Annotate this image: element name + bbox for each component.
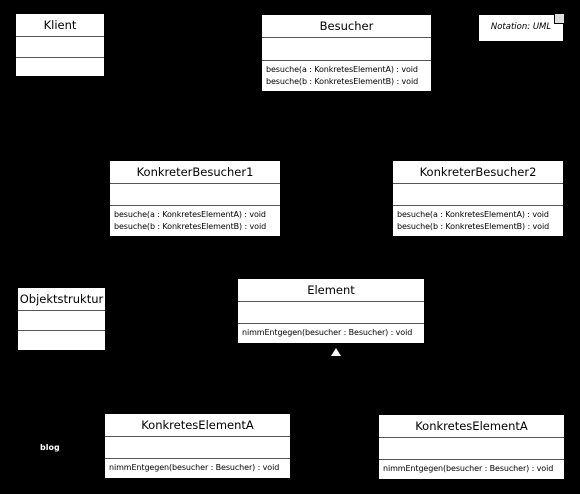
- operations-compartment: besuche(a : KonkretesElementA) : void be…: [262, 61, 431, 89]
- attributes-compartment: [379, 438, 564, 460]
- operation: nimmEntgegen(besucher : Besucher) : void: [383, 464, 554, 473]
- operations-compartment: nimmEntgegen(besucher : Besucher) : void: [379, 460, 564, 477]
- operation: nimmEntgegen(besucher : Besucher) : void: [242, 328, 413, 337]
- operation: besuche(b : KonkretesElementB) : void: [114, 221, 267, 231]
- operation: besuche(a : KonkretesElementA) : void: [266, 65, 418, 74]
- operations-compartment: besuche(a : KonkretesElementA) : void be…: [110, 206, 280, 234]
- operation: besuche(a : KonkretesElementA) : void: [114, 210, 266, 219]
- attributes-compartment: [105, 437, 290, 459]
- class-klient[interactable]: Klient: [15, 13, 105, 77]
- operation: besuche(a : KonkretesElementA) : void: [397, 210, 549, 219]
- attributes-compartment: [16, 37, 104, 58]
- attributes-compartment: [18, 311, 105, 331]
- class-konkretes-element-a-left[interactable]: KonkretesElementA nimmEntgegen(besucher …: [104, 413, 291, 479]
- class-name: KonkreterBesucher2: [393, 161, 563, 184]
- operation: besuche(b : KonkretesElementB) : void: [266, 76, 419, 86]
- attributes-compartment: [110, 184, 280, 206]
- operations-compartment: besuche(a : KonkretesElementA) : void be…: [393, 206, 563, 234]
- operations-compartment: nimmEntgegen(besucher : Besucher) : void: [238, 324, 424, 341]
- class-name: Element: [238, 279, 424, 302]
- class-element[interactable]: Element nimmEntgegen(besucher : Besucher…: [237, 278, 425, 344]
- attributes-compartment: [393, 184, 563, 206]
- operation: nimmEntgegen(besucher : Besucher) : void: [109, 463, 280, 472]
- class-name: Klient: [16, 14, 104, 37]
- note-fold-corner: [554, 14, 564, 24]
- class-name: Besucher: [262, 15, 431, 38]
- uml-note: Notation: UML: [478, 14, 564, 42]
- class-konkreter-besucher1[interactable]: KonkreterBesucher1 besuche(a : Konkretes…: [109, 160, 281, 237]
- class-besucher[interactable]: Besucher besuche(a : KonkretesElementA) …: [261, 14, 432, 92]
- attributes-compartment: [262, 38, 431, 61]
- class-konkretes-element-a-right[interactable]: KonkretesElementA nimmEntgegen(besucher …: [378, 414, 565, 480]
- note-text: Notation: UML: [490, 22, 552, 32]
- operations-compartment: nimmEntgegen(besucher : Besucher) : void: [105, 459, 290, 476]
- class-name: KonkretesElementA: [379, 415, 564, 438]
- class-name: KonkretesElementA: [105, 414, 290, 437]
- operation: besuche(b : KonkretesElementB) : void: [397, 221, 550, 231]
- class-objektstruktur[interactable]: Objektstruktur: [17, 287, 106, 351]
- class-name: Objektstruktur: [18, 288, 105, 311]
- class-name: KonkreterBesucher1: [110, 161, 280, 184]
- generalization-arrow-icon: [331, 348, 341, 356]
- blog-watermark: blog: [40, 443, 60, 452]
- attributes-compartment: [238, 302, 424, 324]
- class-konkreter-besucher2[interactable]: KonkreterBesucher2 besuche(a : Konkretes…: [392, 160, 564, 237]
